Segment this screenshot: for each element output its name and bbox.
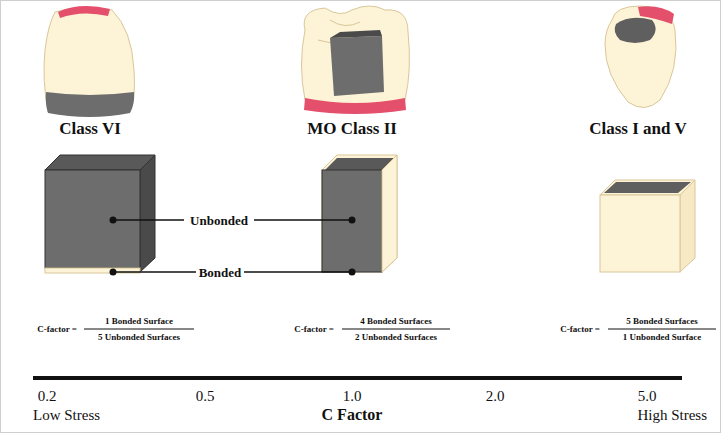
- tick-label: 5.0: [638, 389, 657, 404]
- fraction-denominator: 5 Unbonded Surfaces: [98, 333, 180, 342]
- cube-high: [600, 180, 695, 272]
- tick-label: 0.5: [196, 389, 215, 404]
- formula-label: C-factor =: [294, 325, 334, 334]
- incisor-tooth: [44, 6, 135, 117]
- class-title: Class I and V: [589, 120, 686, 137]
- tick-label: 1.0: [343, 389, 362, 404]
- tick-label: 0.2: [38, 389, 57, 404]
- axis-title: C Factor: [322, 407, 383, 423]
- cube-low: [45, 155, 155, 273]
- fraction-denominator: 2 Unbonded Surfaces: [355, 333, 437, 342]
- premolar-tooth: [605, 6, 676, 108]
- fraction-bars: [84, 329, 716, 330]
- leader-lines: [113, 220, 352, 272]
- molar-tooth: [302, 6, 410, 114]
- formula-label: C-factor =: [560, 325, 600, 334]
- surface-label: Bonded: [199, 266, 242, 279]
- fraction-numerator: 4 Bonded Surfaces: [360, 317, 432, 326]
- formula-label: C-factor =: [37, 325, 77, 334]
- axis-end-label: High Stress: [637, 408, 707, 423]
- axis-line: [33, 376, 682, 380]
- class-title: MO Class II: [307, 120, 397, 137]
- fraction-numerator: 1 Bonded Surface: [105, 317, 173, 326]
- fraction-denominator: 1 Unbonded Surface: [623, 333, 702, 342]
- class-title: Class VI: [59, 120, 121, 137]
- tick-label: 2.0: [486, 389, 505, 404]
- fraction-numerator: 5 Bonded Surfaces: [626, 317, 698, 326]
- cube-mid: [322, 155, 397, 272]
- axis-end-label: Low Stress: [33, 408, 100, 423]
- surface-label: Unbonded: [190, 214, 248, 227]
